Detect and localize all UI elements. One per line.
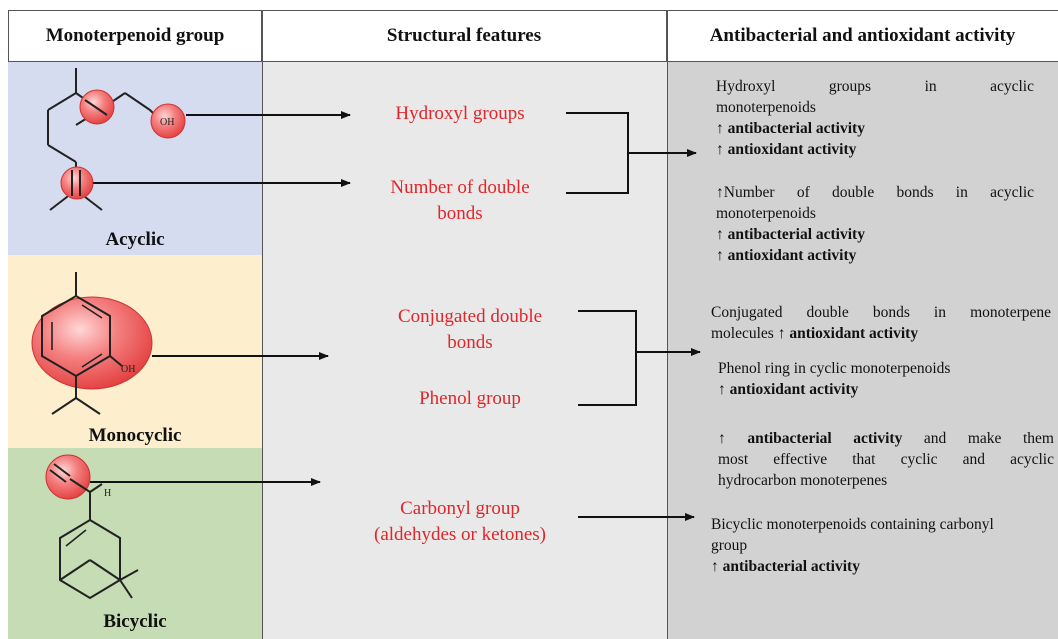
bracket-acyclic (566, 112, 629, 194)
feature-double-bonds: Number of double bonds (390, 177, 530, 224)
h-label: H (104, 488, 111, 499)
oh-label: OH (160, 117, 174, 128)
activity-hydroxyl: Hydroxyl groups in acyclic monoterpenoid… (716, 78, 1034, 158)
bicyclic-molecule: H (45, 454, 139, 600)
header-activity: Antibacterial and antioxidant activity (667, 10, 1058, 62)
hydroxyl-highlight (150, 103, 186, 139)
group-label-monocyclic: Monocyclic (88, 425, 182, 446)
carbonyl-highlight (45, 454, 91, 500)
feature-carbonyl-group: Carbonyl group (aldehydes or ketones) (374, 498, 546, 545)
acyclic-panel (8, 62, 262, 255)
activity-phenol: Phenol ring in cyclic monoterpenoids ↑ a… (718, 360, 951, 398)
feature-hydroxyl-groups: Hydroxyl groups (395, 103, 525, 124)
feature-phenol-group: Phenol group (419, 388, 521, 409)
activity-panel (667, 62, 1058, 639)
column-divider (667, 10, 668, 639)
double-bond-line (84, 99, 108, 116)
activity-conjugated: Conjugated double bonds in monoterpene m… (711, 304, 1051, 342)
activity-carbonyl: Bicyclic monoterpenoids containing carbo… (711, 516, 994, 575)
monocyclic-molecule: OH (31, 272, 153, 415)
activity-cyclic-effectiveness: ↑ antibacterial activity and make them m… (718, 430, 1054, 489)
group-label-bicyclic: Bicyclic (103, 611, 167, 632)
acyclic-molecule (47, 68, 159, 211)
column-divider (262, 10, 263, 639)
header-structural-features: Structural features (262, 10, 667, 62)
activity-double-bonds: ↑Number of double bonds in acyclic monot… (716, 184, 1034, 264)
header-monoterpenoid-group: Monoterpenoid group (8, 10, 262, 62)
structural-features-panel (262, 62, 667, 639)
bracket-monocyclic (578, 310, 637, 406)
oh-label: OH (121, 364, 135, 375)
double-bond-highlight (60, 166, 94, 200)
group-label-acyclic: Acyclic (105, 229, 165, 250)
feature-conjugated-double-bonds: Conjugated double bonds (397, 306, 543, 353)
